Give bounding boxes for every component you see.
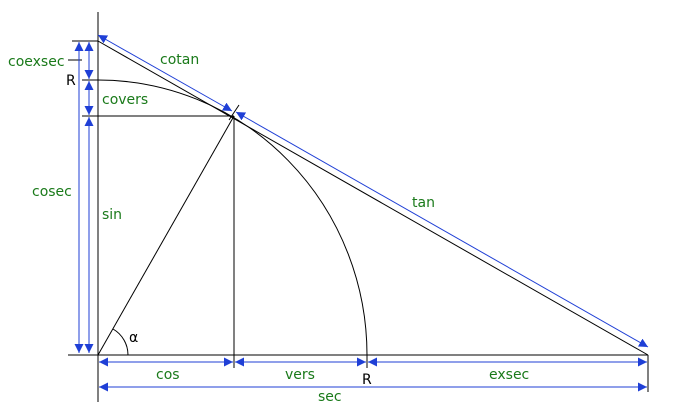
label-r-top: R	[66, 73, 76, 89]
label-sec: sec	[318, 389, 342, 405]
alpha-arc	[112, 328, 129, 356]
label-cotan: cotan	[160, 52, 199, 68]
radius-line	[97, 115, 235, 356]
cotan-arrow	[97, 34, 233, 112]
label-alpha: α	[129, 330, 138, 346]
label-vers: vers	[285, 367, 315, 383]
label-sin: sin	[102, 207, 122, 223]
tangent-line	[97, 40, 649, 356]
label-cosec: cosec	[32, 184, 72, 200]
tangent-point-tick	[228, 104, 240, 121]
label-coexsec: coexsec	[8, 54, 65, 70]
label-r-bottom: R	[362, 372, 372, 388]
unit-circle-arc	[97, 79, 368, 356]
label-tan: tan	[412, 195, 435, 211]
tan-arrow	[235, 111, 649, 348]
label-cos: cos	[156, 367, 180, 383]
label-exsec: exsec	[489, 367, 529, 383]
label-covers: covers	[102, 92, 148, 108]
